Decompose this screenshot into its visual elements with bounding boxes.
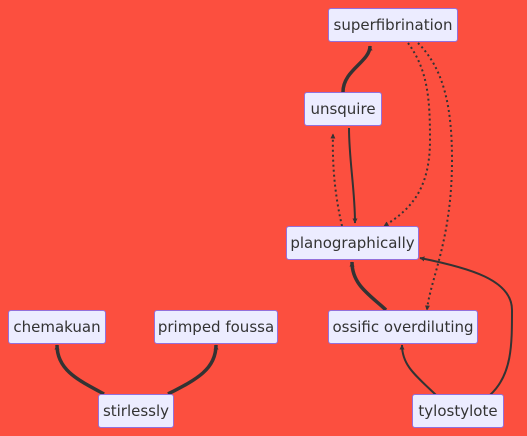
node-label: planographically [290,233,415,252]
node-planographically[interactable]: planographically [286,226,419,260]
node-primped-foussa[interactable]: primped foussa [154,310,278,344]
edge-unsquire-to-superfibrination [341,45,373,93]
edge-superfibrination-to-ossific-overdiluting [417,42,454,311]
node-label: primped foussa [157,317,275,336]
node-stirlessly[interactable]: stirlessly [98,394,174,428]
node-label: tylostylote [418,401,498,420]
node-label: chemakuan [13,317,101,336]
node-label: unsquire [310,99,376,118]
node-chemakuan[interactable]: chemakuan [8,310,106,344]
node-ossific-overdiluting[interactable]: ossific overdiluting [328,310,478,344]
node-label: superfibrination [333,15,453,34]
edge-stirlessly-to-chemakuan [54,344,105,396]
node-label: stirlessly [102,401,170,420]
edge-tylostylote-to-ossific-overdiluting [399,344,437,396]
edge-stirlessly-to-primped-foussa [167,344,219,396]
edge-tylostylote-to-planographically [419,256,514,396]
node-superfibrination[interactable]: superfibrination [328,8,458,42]
edge-ossific-overdiluting-to-planographically [349,261,388,312]
node-unsquire[interactable]: unsquire [304,92,382,126]
node-label: ossific overdiluting [332,317,474,336]
edge-unsquire-to-planographically [348,127,358,224]
node-tylostylote[interactable]: tylostylote [412,394,504,428]
edge-planographically-to-unsquire [330,133,343,227]
edge-superfibrination-to-planographically [383,42,432,227]
